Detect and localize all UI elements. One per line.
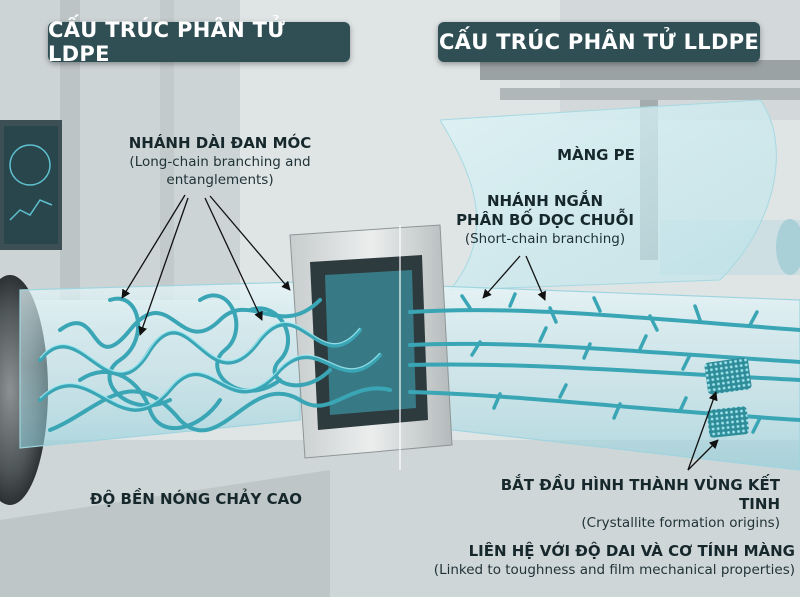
film-label: MÀNG PE xyxy=(556,146,636,165)
crystallite-label-vi: BẮT ĐẦU HÌNH THÀNH VÙNG KẾT TINH xyxy=(500,476,780,513)
short-chain-label-en: (Short-chain branching) xyxy=(464,231,626,247)
extrusion-die xyxy=(289,224,453,459)
long-chain-label-vi: NHÁNH DÀI ĐAN MÓC xyxy=(128,134,312,152)
melt-strength-label: ĐỘ BỀN NÓNG CHẢY CAO xyxy=(76,490,316,509)
monitor-screen xyxy=(0,120,62,250)
short-chain-label-vi-2: PHÂN BỐ DỌC CHUỖI xyxy=(456,211,634,229)
ldpe-chain-highlights xyxy=(39,321,381,409)
long-chain-label: NHÁNH DÀI ĐAN MÓC (Long-chain branching … xyxy=(90,134,350,189)
long-chain-label-en-2: entanglements) xyxy=(166,172,274,188)
annotation-arrows xyxy=(121,194,719,471)
lldpe-title: CẤU TRÚC PHÂN TỬ LLDPE xyxy=(438,22,760,62)
toughness-label-vi: LIÊN HỆ VỚI ĐỘ DAI VÀ CƠ TÍNH MÀNG xyxy=(468,542,795,560)
ldpe-title: CẤU TRÚC PHÂN TỬ LDPE xyxy=(48,18,350,66)
lldpe-short-branches xyxy=(460,292,762,434)
pe-film-sheet xyxy=(439,99,777,291)
long-chain-label-en-1: (Long-chain branching and xyxy=(129,154,311,170)
crystallite-regions xyxy=(704,357,752,438)
toughness-label: LIÊN HỆ VỚI ĐỘ DAI VÀ CƠ TÍNH MÀNG (Link… xyxy=(405,542,795,579)
short-chain-label: NHÁNH NGẮN PHÂN BỐ DỌC CHUỖI (Short-chai… xyxy=(455,192,635,248)
melt-strength-text: ĐỘ BỀN NÓNG CHẢY CAO xyxy=(89,490,302,508)
ldpe-entangled-chains xyxy=(38,293,392,433)
crystallite-label-en: (Crystallite formation origins) xyxy=(581,515,780,531)
film-label-text: MÀNG PE xyxy=(557,146,635,164)
toughness-label-en: (Linked to toughness and film mechanical… xyxy=(433,562,795,578)
crystallite-label: BẮT ĐẦU HÌNH THÀNH VÙNG KẾT TINH (Crysta… xyxy=(470,476,780,532)
short-chain-label-vi-1: NHÁNH NGẮN xyxy=(486,192,604,210)
